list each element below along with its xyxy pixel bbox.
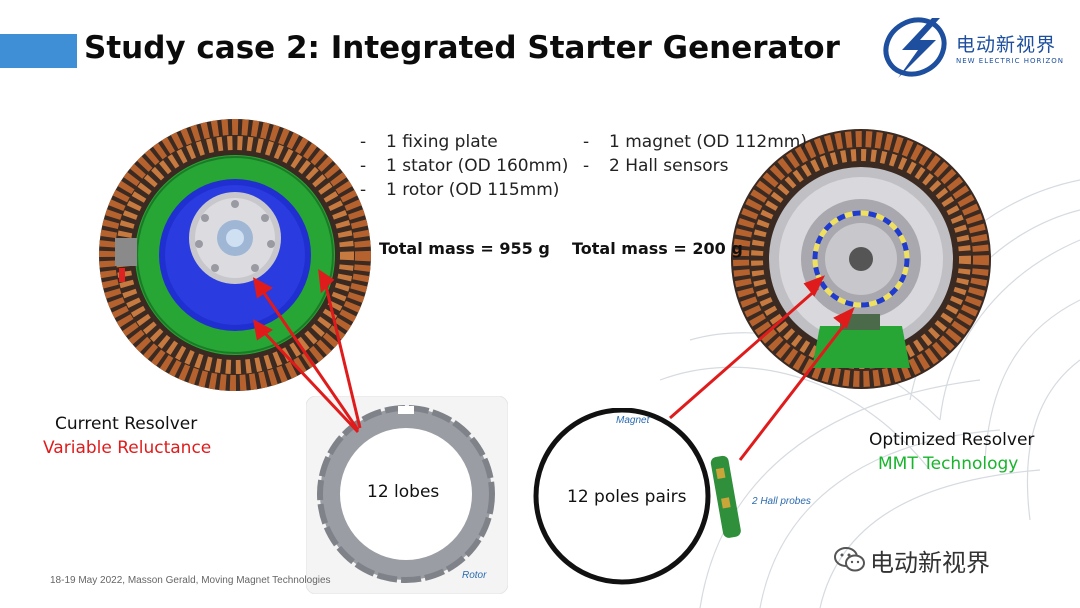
magnet-label: Magnet [616, 415, 650, 426]
list-item: -1 rotor (OD 115mm) [360, 180, 560, 200]
list-item: -2 Hall sensors [583, 156, 729, 176]
arrow-line-4 [669, 286, 819, 420]
arrow-line-3 [323, 281, 362, 429]
list-item: -1 magnet (OD 112mm) [583, 132, 807, 152]
wechat-icon [834, 547, 865, 572]
variable-reluctance-label: Variable Reluctance [43, 438, 212, 458]
current-resolver-motor-image [99, 119, 371, 391]
arrow-line-5 [738, 319, 850, 461]
poles-pairs-label: 12 poles pairs [567, 487, 687, 507]
logo-text-cn: 电动新视界 [956, 34, 1057, 56]
footer-citation: 18-19 May 2022, Masson Gerald, Moving Ma… [50, 575, 331, 586]
lightning-icon [883, 17, 947, 78]
mmt-technology-label: MMT Technology [878, 454, 1019, 474]
lobes-rotor-image [306, 396, 508, 594]
component-list-right: -1 magnet (OD 112mm) -2 Hall sensors [583, 132, 807, 180]
total-mass-left: Total mass = 955 g [379, 239, 550, 258]
rotor-label: Rotor [462, 570, 487, 581]
list-item: -1 stator (OD 160mm) [360, 156, 569, 176]
brand-logo [883, 17, 947, 78]
arrow-line-1 [260, 289, 360, 431]
current-resolver-label: Current Resolver [55, 414, 198, 434]
hall-probes-label: 2 Hall probes [752, 496, 811, 507]
logo-text-en: NEW ELECTRIC HORIZON [956, 57, 1064, 65]
optimized-resolver-label: Optimized Resolver [869, 430, 1035, 450]
list-item: -1 fixing plate [360, 132, 498, 152]
magnet-ring-image [533, 408, 741, 585]
component-list-left: -1 fixing plate -1 stator (OD 160mm) -1 … [360, 132, 568, 204]
lobes-label: 12 lobes [367, 482, 440, 502]
total-mass-right: Total mass = 200 g [572, 239, 743, 258]
optimized-resolver-motor-image [731, 129, 991, 389]
title-accent-bar [0, 34, 77, 68]
slide-title: Study case 2: Integrated Starter Generat… [84, 30, 840, 66]
arrow-line-2 [260, 328, 360, 434]
watermark-text: 电动新视界 [870, 549, 990, 577]
